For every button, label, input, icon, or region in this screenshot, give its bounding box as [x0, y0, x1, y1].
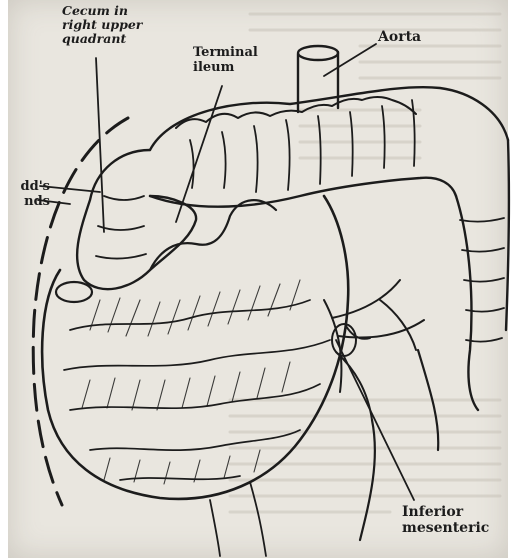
- label-aorta: Aorta: [378, 30, 458, 46]
- label-cecum-right-upper-quadrant: Cecum in right upper quadrant: [62, 4, 192, 46]
- label-terminal-ileum: Terminal ileum: [193, 46, 283, 75]
- label-inferior-mesenteric: Inferior mesenteric: [402, 505, 502, 536]
- descending-colon: [456, 140, 509, 410]
- cecum: [77, 150, 196, 289]
- background-text-lines: [230, 14, 500, 512]
- terminal-ileum: [150, 200, 276, 270]
- dashed-outline: [33, 118, 128, 505]
- label-ladds-bands: dd's nds: [0, 180, 50, 209]
